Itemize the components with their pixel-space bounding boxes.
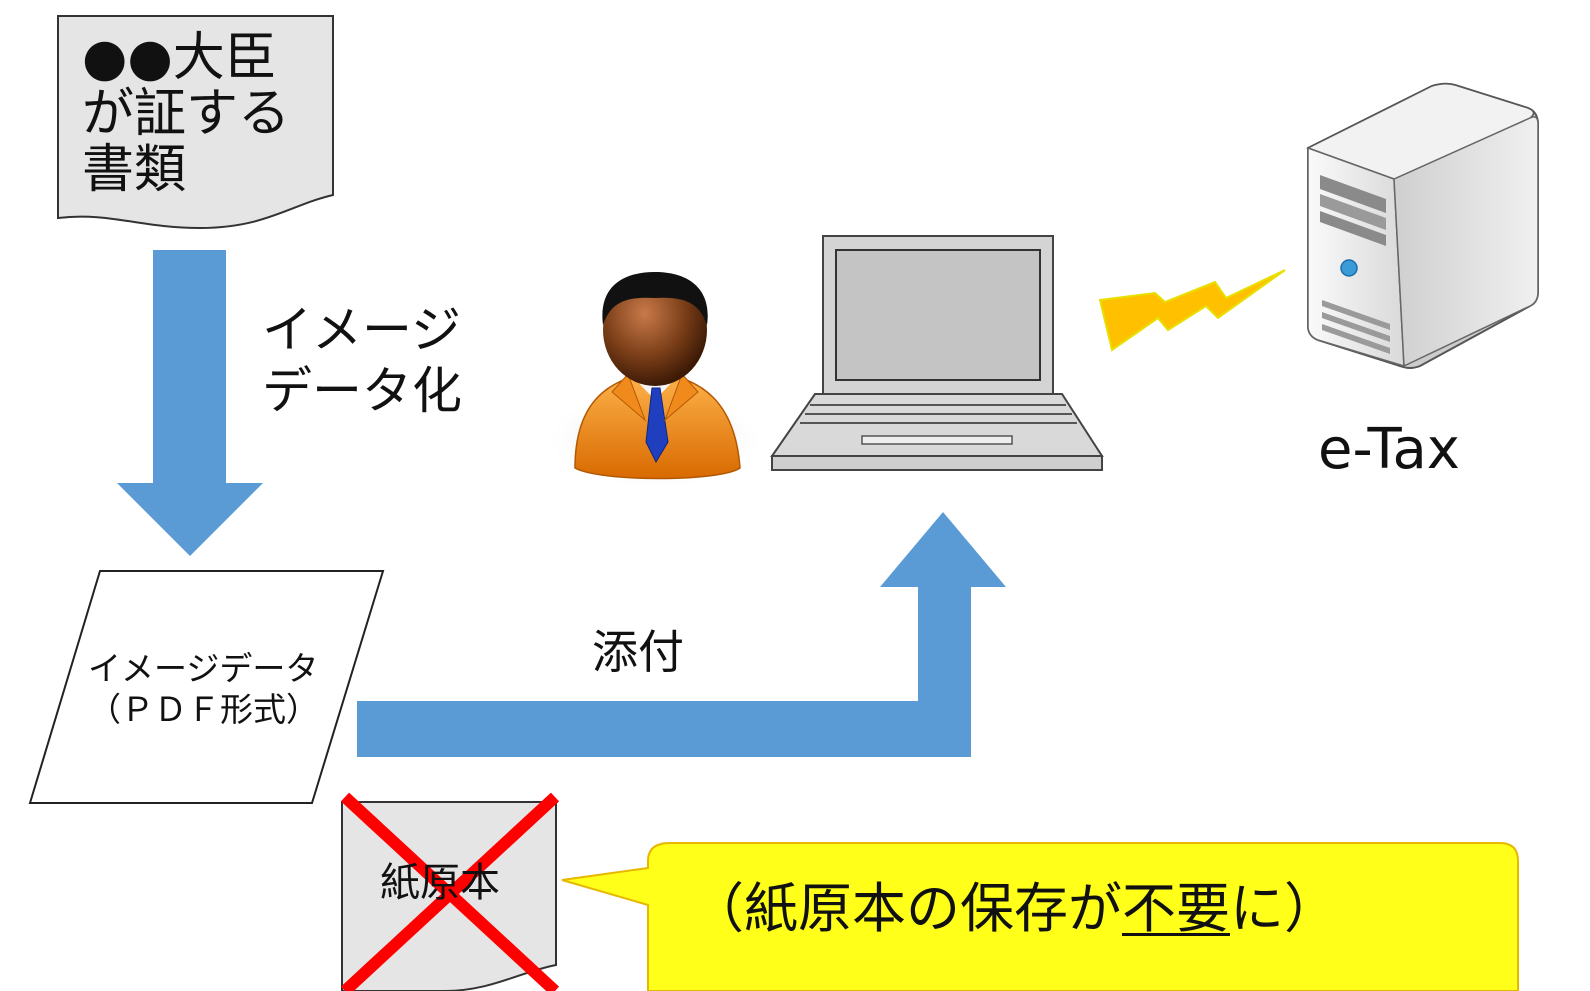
cross-mark-icon (340, 792, 560, 991)
lightning-icon (1098, 269, 1286, 352)
image-data-line-2: （ＰＤＦ形式） (88, 690, 319, 730)
certificate-line-3: 書類 (82, 140, 187, 201)
callout-text-underlined: 不要 (1122, 877, 1230, 940)
image-data-label: イメージデータ （ＰＤＦ形式） (88, 648, 319, 731)
certificate-document-text: ●●大臣 が証する 書類 (82, 30, 290, 198)
conversion-line-1: イメージ (262, 301, 461, 359)
conversion-line-2: データ化 (262, 362, 462, 420)
image-data-line-1: イメージデータ (88, 649, 319, 688)
attach-label: 添付 (592, 625, 684, 679)
etax-label: e-Tax (1318, 417, 1460, 482)
server-icon (1306, 82, 1539, 369)
paper-original-label: 紙原本 (380, 860, 500, 906)
callout-text: （紙原本の保存が不要に） (690, 877, 1338, 940)
conversion-label: イメージ データ化 (262, 300, 462, 422)
person-icon (545, 272, 765, 490)
callout-text-after: に） (1230, 877, 1338, 940)
image-data-document (28, 570, 385, 804)
certificate-line-1: ●●大臣 (82, 28, 277, 88)
certificate-document (57, 15, 334, 230)
callout-text-before: （紙原本の保存が (690, 877, 1122, 940)
laptop-icon (770, 235, 1104, 471)
attach-arrow (357, 512, 1006, 757)
certificate-line-2: が証する (82, 84, 291, 145)
down-arrow (117, 250, 263, 556)
callout-bubble (561, 842, 1519, 991)
